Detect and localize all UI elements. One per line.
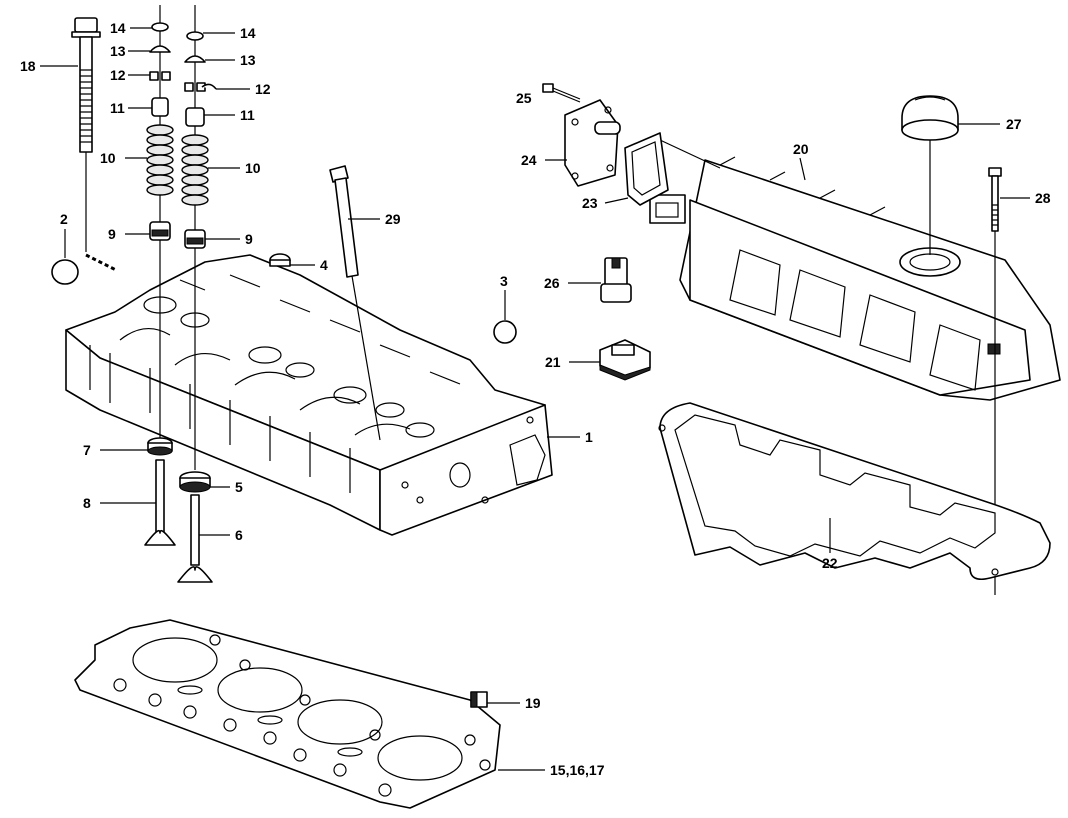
valve-train-right xyxy=(181,5,209,470)
callout-10-left: 10 xyxy=(100,150,116,166)
injector-stud xyxy=(329,165,381,441)
callout-labels: 1 2 3 4 5 6 7 8 9 9 10 10 11 11 12 12 13… xyxy=(20,20,1051,778)
cylinder-head xyxy=(65,254,553,536)
callout-22: 22 xyxy=(822,555,838,571)
callout-7: 7 xyxy=(83,442,91,458)
callout-11-right: 11 xyxy=(240,107,255,123)
callout-27: 27 xyxy=(1006,116,1022,132)
callout-26: 26 xyxy=(544,275,560,291)
callout-12-left: 12 xyxy=(110,67,126,83)
head-bolt xyxy=(71,17,117,272)
callout-9-right: 9 xyxy=(245,231,253,247)
callout-11-left: 11 xyxy=(110,100,125,116)
valve-collet xyxy=(201,83,217,90)
callout-23: 23 xyxy=(582,195,598,211)
flange-gasket xyxy=(624,132,669,206)
callout-10-right: 10 xyxy=(245,160,261,176)
callout-18: 18 xyxy=(20,58,36,74)
valve-train-left xyxy=(146,5,174,455)
callout-12-right: 12 xyxy=(255,81,271,97)
callout-14-right: 14 xyxy=(240,25,256,41)
breather-valve xyxy=(599,339,651,381)
rocker-cover-gasket xyxy=(658,402,1051,581)
callout-24: 24 xyxy=(521,152,537,168)
callout-28: 28 xyxy=(1035,190,1051,206)
core-plugs xyxy=(51,253,517,344)
callout-13-right: 13 xyxy=(240,52,256,68)
callout-leaders xyxy=(40,27,1030,771)
head-gasket xyxy=(74,619,501,809)
callout-13-left: 13 xyxy=(110,43,126,59)
callout-15-16-17: 15,16,17 xyxy=(550,762,605,778)
flange-screw xyxy=(542,83,581,103)
breather-body xyxy=(600,257,632,303)
pipe-flange xyxy=(564,99,621,187)
callout-8: 8 xyxy=(83,495,91,511)
valves xyxy=(144,459,213,583)
oil-filler-cap xyxy=(901,95,959,255)
callout-6: 6 xyxy=(235,527,243,543)
rocker-cover xyxy=(649,139,1061,401)
valve-seals xyxy=(147,437,211,493)
callout-19: 19 xyxy=(525,695,541,711)
dowel-sleeve xyxy=(470,691,488,708)
callout-4: 4 xyxy=(320,257,328,273)
callout-1: 1 xyxy=(585,429,593,445)
callout-21: 21 xyxy=(545,354,561,370)
callout-3: 3 xyxy=(500,273,508,289)
callout-20: 20 xyxy=(793,141,809,157)
callout-29: 29 xyxy=(385,211,401,227)
callout-14-left: 14 xyxy=(110,20,126,36)
callout-2: 2 xyxy=(60,211,68,227)
callout-5: 5 xyxy=(235,479,243,495)
callout-25: 25 xyxy=(516,90,532,106)
callout-9-left: 9 xyxy=(108,226,116,242)
